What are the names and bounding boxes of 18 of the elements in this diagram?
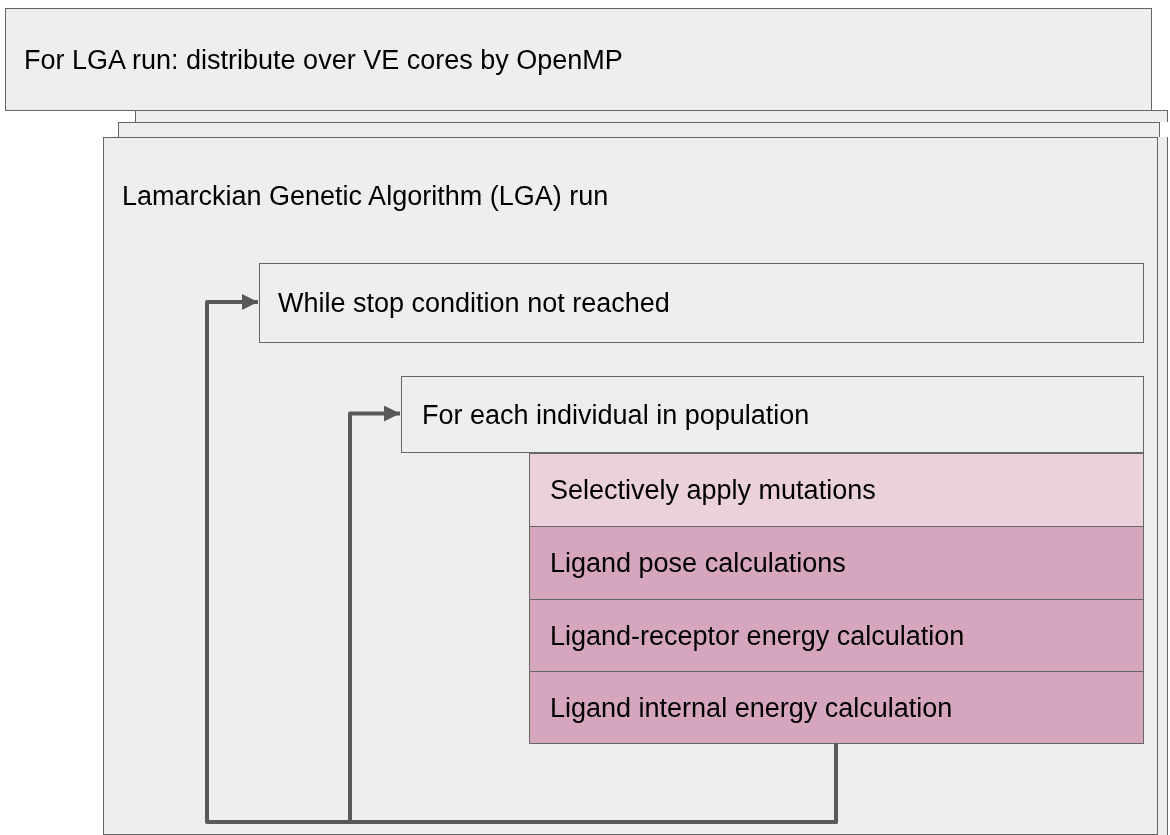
stacked-box bbox=[118, 122, 1160, 137]
box-label: Ligand-receptor energy calculation bbox=[550, 619, 965, 652]
process-box bbox=[401, 376, 1144, 453]
box-label: For LGA run: distribute over VE cores by OpenMP bbox=[24, 43, 623, 76]
box-label: Selectively apply mutations bbox=[550, 473, 876, 507]
box-label: Ligand pose calculations bbox=[550, 546, 846, 580]
process-box bbox=[103, 137, 1158, 835]
box-label: For each individual in population bbox=[422, 398, 810, 431]
box-label: Ligand internal energy calculation bbox=[550, 691, 953, 724]
loop-arrow bbox=[205, 294, 838, 824]
box-label: While stop condition not reached bbox=[278, 286, 670, 320]
process-box bbox=[259, 263, 1144, 343]
process-box bbox=[529, 526, 1144, 600]
process-box bbox=[529, 599, 1144, 672]
process-box bbox=[529, 671, 1144, 744]
process-box bbox=[529, 453, 1144, 527]
box-label: Lamarckian Genetic Algorithm (LGA) run bbox=[122, 180, 609, 213]
process-box bbox=[5, 8, 1152, 111]
